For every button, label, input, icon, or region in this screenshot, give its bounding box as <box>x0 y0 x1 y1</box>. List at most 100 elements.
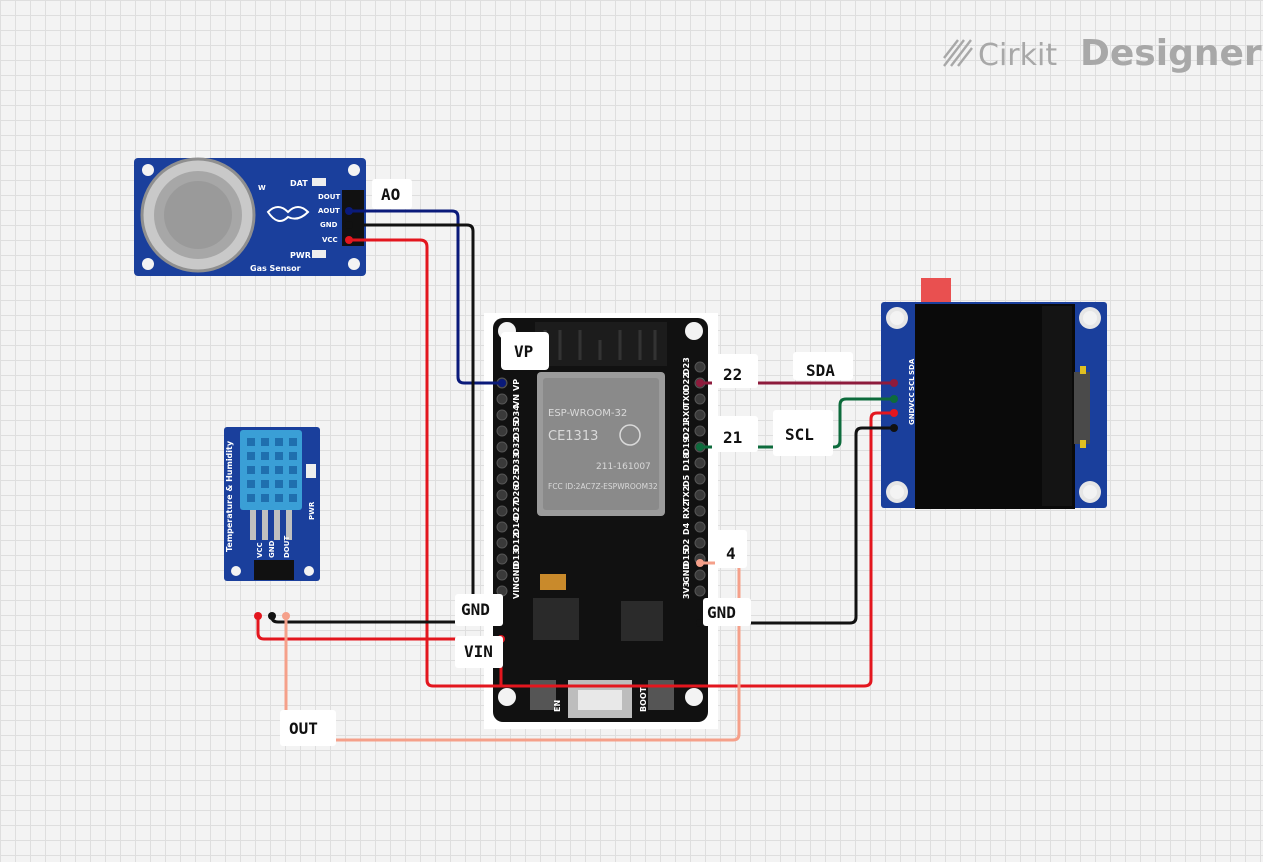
esp32-ce-mark: CE1313 <box>548 429 598 444</box>
esp32-pin-left-d27[interactable] <box>496 505 508 517</box>
esp32-pin-label-right-3v3: 3V3 <box>682 582 691 599</box>
esp32-pin-left-d26[interactable] <box>496 489 508 501</box>
esp32-pin-label-left-vp: VP <box>512 379 521 391</box>
esp32-pin-label-left-vn: VN <box>512 394 521 407</box>
cirkit-designer-logo: Cirkit Designer <box>943 33 1262 74</box>
en-button-label: EN <box>553 700 562 712</box>
net-label-vin: VIN <box>464 642 493 661</box>
net-label-ao: AO <box>381 185 400 204</box>
voltage-regulator <box>533 598 579 640</box>
led-label-pwr: PWR <box>290 251 311 260</box>
esp32-pin-right-d4[interactable] <box>694 521 706 533</box>
esp32-pin-left-vn[interactable] <box>496 393 508 405</box>
esp32-pin-right-d18[interactable] <box>694 457 706 469</box>
dht-led-label: PWR <box>308 501 316 520</box>
esp32-pin-label-left-d33: D33 <box>512 453 521 471</box>
esp32-pin-right-d2[interactable] <box>694 537 706 549</box>
esp32-pin-right-rx0[interactable] <box>694 409 706 421</box>
wire-gas-vcc-to-oled-vcc[interactable] <box>347 238 896 688</box>
esp32-pin-left-gnd[interactable] <box>496 569 508 581</box>
dht-sensor-module[interactable]: Temperature & Humidity PWR VCC GND DOUT <box>224 427 320 581</box>
esp32-pin-right-d21[interactable] <box>694 425 706 437</box>
dht-title: Temperature & Humidity <box>225 440 234 552</box>
esp32-pin-label-left-d13: D13 <box>512 549 521 567</box>
gas-sensor-title: Gas Sensor <box>250 264 301 273</box>
esp32-pin-label-left-gnd: GND <box>512 563 521 583</box>
esp32-pin-label-left-vin: VIN <box>512 583 521 599</box>
esp32-pin-left-d35[interactable] <box>496 425 508 437</box>
pin-label-dout: DOUT <box>318 193 340 201</box>
waveshare-logo-icon <box>266 206 310 222</box>
pin-label-aout: AOUT <box>318 207 340 215</box>
esp32-fcc-id: FCC ID:2AC7Z-ESPWROOM32 <box>548 482 658 491</box>
oled-pin-label-vcc: VCC <box>908 392 916 408</box>
pin-label-gnd: GND <box>320 221 338 229</box>
net-label-gnd-right: GND <box>707 603 736 622</box>
brand-designer: Designer <box>1080 33 1262 74</box>
net-label-sda: SDA <box>806 361 835 380</box>
esp32-pin-right-3v3[interactable] <box>694 585 706 597</box>
esp32-pin-label-right-tx2: TX2 <box>682 486 691 503</box>
net-label-out: OUT <box>289 719 318 738</box>
esp32-pin-label-right-d19: D19 <box>682 437 691 455</box>
svg-text:W: W <box>258 184 266 192</box>
esp32-pin-left-d34[interactable] <box>496 409 508 421</box>
dht-header <box>254 560 294 580</box>
oled-display-module[interactable]: GND VCC SCL SDA <box>881 278 1107 509</box>
wire-ao-to-vp[interactable] <box>347 209 504 385</box>
dht-pin-label-dout: DOUT <box>283 536 291 558</box>
esp32-pin-label-right-d2: D2 <box>682 539 691 551</box>
esp32-pin-right-tx0[interactable] <box>694 393 706 405</box>
brand-cirkit: Cirkit <box>978 38 1057 73</box>
net-label-21: 21 <box>723 428 742 447</box>
oled-pin-label-gnd: GND <box>908 407 916 425</box>
esp32-pin-label-left-d12: D12 <box>512 533 521 551</box>
oled-pin-label-scl: SCL <box>908 376 916 391</box>
esp32-pin-right-d5[interactable] <box>694 473 706 485</box>
esp32-pin-label-right-d23: D23 <box>682 357 691 375</box>
boot-button-label: BOOT <box>639 686 648 712</box>
wire-esp-gnd-to-oled-gnd[interactable] <box>698 426 896 625</box>
esp32-pin-label-right-tx0: TX0 <box>682 389 691 407</box>
oled-flex-cable <box>1074 372 1090 444</box>
gas-sensor-header <box>342 190 364 246</box>
espressif-logo-icon <box>619 424 641 446</box>
dht-pwr-led <box>306 464 316 478</box>
esp32-pin-label-right-d15: D15 <box>682 549 691 567</box>
esp32-cert-number: 211-161007 <box>596 462 651 472</box>
esp32-pin-label-left-d32: D32 <box>512 437 521 455</box>
esp32-pin-label-left-d14: D14 <box>512 517 521 535</box>
esp32-pin-label-right-rx0: RX0 <box>682 405 691 423</box>
esp32-pin-right-d23[interactable] <box>694 361 706 373</box>
esp32-pin-left-d13[interactable] <box>496 553 508 565</box>
esp32-pin-left-d25[interactable] <box>496 473 508 485</box>
esp32-pin-right-rx2[interactable] <box>694 505 706 517</box>
oled-pin-label-sda: SDA <box>908 358 916 375</box>
esp32-pin-left-d33[interactable] <box>496 457 508 469</box>
esp32-pin-label-right-d4: D4 <box>682 522 691 535</box>
esp32-pin-left-d32[interactable] <box>496 441 508 453</box>
gas-sensor-module[interactable]: W DAT PWR DOUT AOUT GND VCC Gas Sensor <box>134 157 366 276</box>
led-label-dat: DAT <box>290 179 308 188</box>
esp32-pin-label-left-d35: D35 <box>512 421 521 439</box>
net-labels: AO VP GND VIN OUT 22 21 SDA SCL 4 GND <box>280 179 853 746</box>
esp32-pin-right-tx2[interactable] <box>694 489 706 501</box>
wire-d21-to-oled-scl[interactable] <box>698 397 896 449</box>
esp32-pin-label-right-d18: D18 <box>682 453 691 471</box>
esp32-pin-label-left-d27: D27 <box>512 501 521 519</box>
esp32-pin-label-right-gnd: GND <box>682 563 691 583</box>
esp32-board[interactable]: ESP-WROOM-32 CE1313 211-161007 FCC ID:2A… <box>484 313 718 729</box>
esp32-pin-left-d12[interactable] <box>496 537 508 549</box>
capacitor <box>540 574 566 590</box>
esp32-pin-label-left-d26: D26 <box>512 485 521 503</box>
esp32-pin-left-d14[interactable] <box>496 521 508 533</box>
net-label-22: 22 <box>723 365 742 384</box>
oled-ribbon-tab <box>921 278 951 302</box>
dht-pin-label-vcc: VCC <box>256 542 264 558</box>
esp32-pin-right-gnd[interactable] <box>694 569 706 581</box>
net-label-gnd-left: GND <box>461 600 490 619</box>
esp32-module-name: ESP-WROOM-32 <box>548 408 627 419</box>
esp32-pin-label-right-d5: D5 <box>682 474 691 487</box>
esp32-pin-label-left-d25: D25 <box>512 469 521 487</box>
